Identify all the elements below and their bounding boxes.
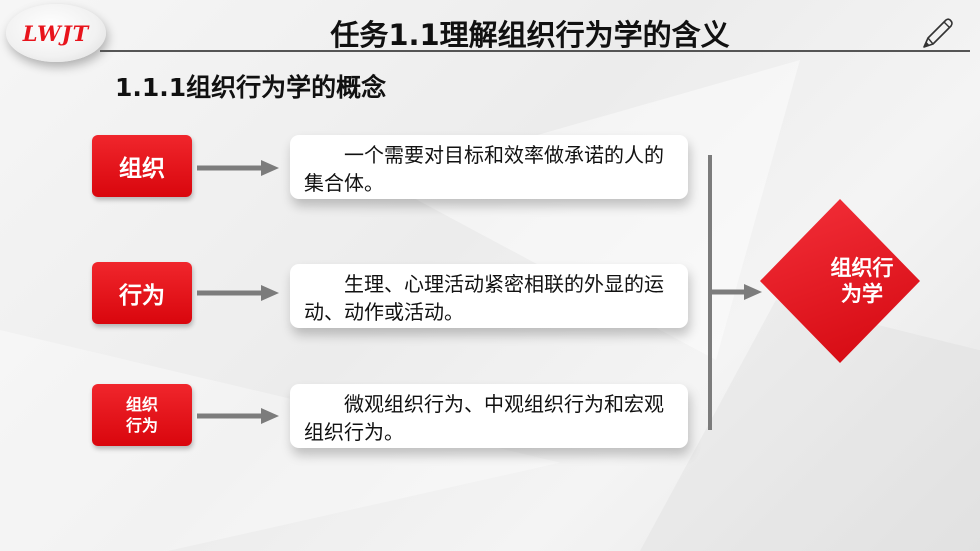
tag-label: 组织 行为 bbox=[125, 395, 158, 435]
tag-behavior: 行为 bbox=[92, 262, 192, 324]
definition-box-behavior: 生理、心理活动紧密相联的外显的运动、动作或活动。 bbox=[290, 264, 688, 328]
section-heading: 1.1.1组织行为学的概念 bbox=[115, 73, 387, 102]
page-title: 任务1.1理解组织行为学的含义 bbox=[330, 18, 730, 52]
definition-box-organization: 一个需要对目标和效率做承诺的人的集合体。 bbox=[290, 135, 688, 199]
arrow-right-icon bbox=[197, 285, 279, 301]
pencil-icon bbox=[923, 18, 953, 48]
definition-box-organizational-behavior: 微观组织行为、中观组织行为和宏观组织行为。 bbox=[290, 384, 688, 448]
logo-text: LWJT bbox=[22, 20, 90, 46]
bracket-line bbox=[708, 155, 712, 430]
tag-label: 组织 bbox=[119, 156, 165, 182]
tag-label: 行为 bbox=[119, 283, 165, 309]
result-label: 组织行 为学 bbox=[830, 256, 894, 306]
tag-organizational-behavior: 组织 行为 bbox=[92, 384, 192, 446]
logo-badge: LWJT bbox=[6, 4, 106, 62]
arrow-right-icon bbox=[712, 284, 762, 300]
arrow-right-icon bbox=[197, 408, 279, 424]
tag-organization: 组织 bbox=[92, 135, 192, 197]
arrow-right-icon bbox=[197, 160, 279, 176]
title-underline bbox=[100, 50, 970, 52]
